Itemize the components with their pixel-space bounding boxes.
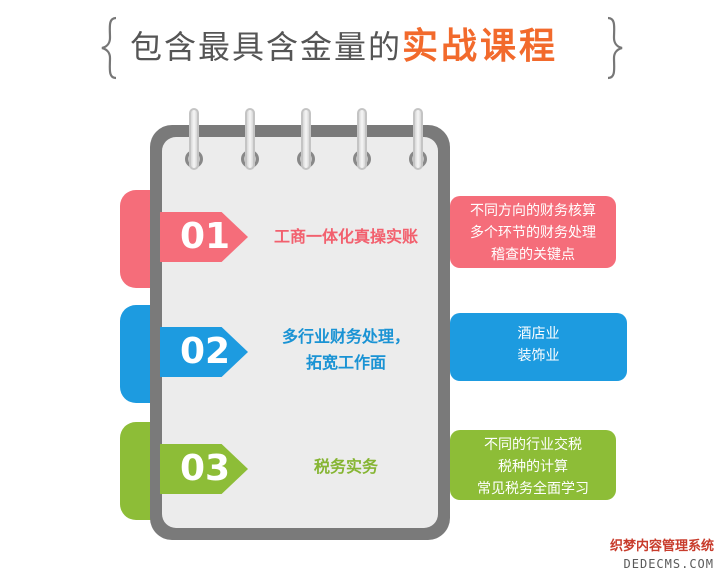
detail-line: 不同的行业交税 xyxy=(484,437,582,453)
watermark-url: DEDECMS.COM xyxy=(623,557,714,571)
detail-box-01: 不同方向的财务核算 多个环节的财务处理 稽查的关键点 xyxy=(450,196,616,268)
watermark: 织梦内容管理系统 DEDECMS.COM xyxy=(604,538,714,574)
detail-line: 多个环节的财务处理 xyxy=(470,225,596,241)
binder-coil-icon xyxy=(245,108,255,170)
watermark-text: 织梦内容管理系统 xyxy=(609,539,714,554)
binder-coil-icon xyxy=(357,108,367,170)
detail-box-02: 酒店业 装饰业 xyxy=(450,313,627,381)
detail-line: 税种的计算 xyxy=(498,459,568,475)
binder-coil-icon xyxy=(413,108,423,170)
left-brace-icon xyxy=(101,16,117,80)
right-brace-icon xyxy=(607,16,623,80)
section-title-line: 税务实务 xyxy=(313,457,378,476)
binder-coil-icon xyxy=(189,108,199,170)
detail-line: 稽查的关键点 xyxy=(491,247,575,263)
detail-line: 酒店业 xyxy=(517,326,560,342)
detail-line: 装饰业 xyxy=(517,348,560,364)
section-title-02: 多行业财务处理， 拓宽工作面 xyxy=(258,324,434,376)
section-title-01: 工商一体化真操实账 xyxy=(258,224,434,250)
title-highlight-text: 实战课程 xyxy=(402,26,559,67)
detail-line: 不同方向的财务核算 xyxy=(470,203,596,219)
title-main-text: 包含最具含金量的 xyxy=(130,28,403,66)
section-title-line: 多行业财务处理， xyxy=(281,327,410,346)
section-title-03: 税务实务 xyxy=(258,454,434,480)
header: 包含最具含金量的实战课程 xyxy=(0,16,720,80)
section-title-line: 工商一体化真操实账 xyxy=(273,227,418,246)
page-title: 包含最具含金量的实战课程 xyxy=(130,22,600,72)
detail-box-03: 不同的行业交税 税种的计算 常见税务全面学习 xyxy=(450,430,616,500)
detail-line: 常见税务全面学习 xyxy=(477,481,589,497)
section-title-line: 拓宽工作面 xyxy=(305,353,386,372)
binder-coil-icon xyxy=(301,108,311,170)
